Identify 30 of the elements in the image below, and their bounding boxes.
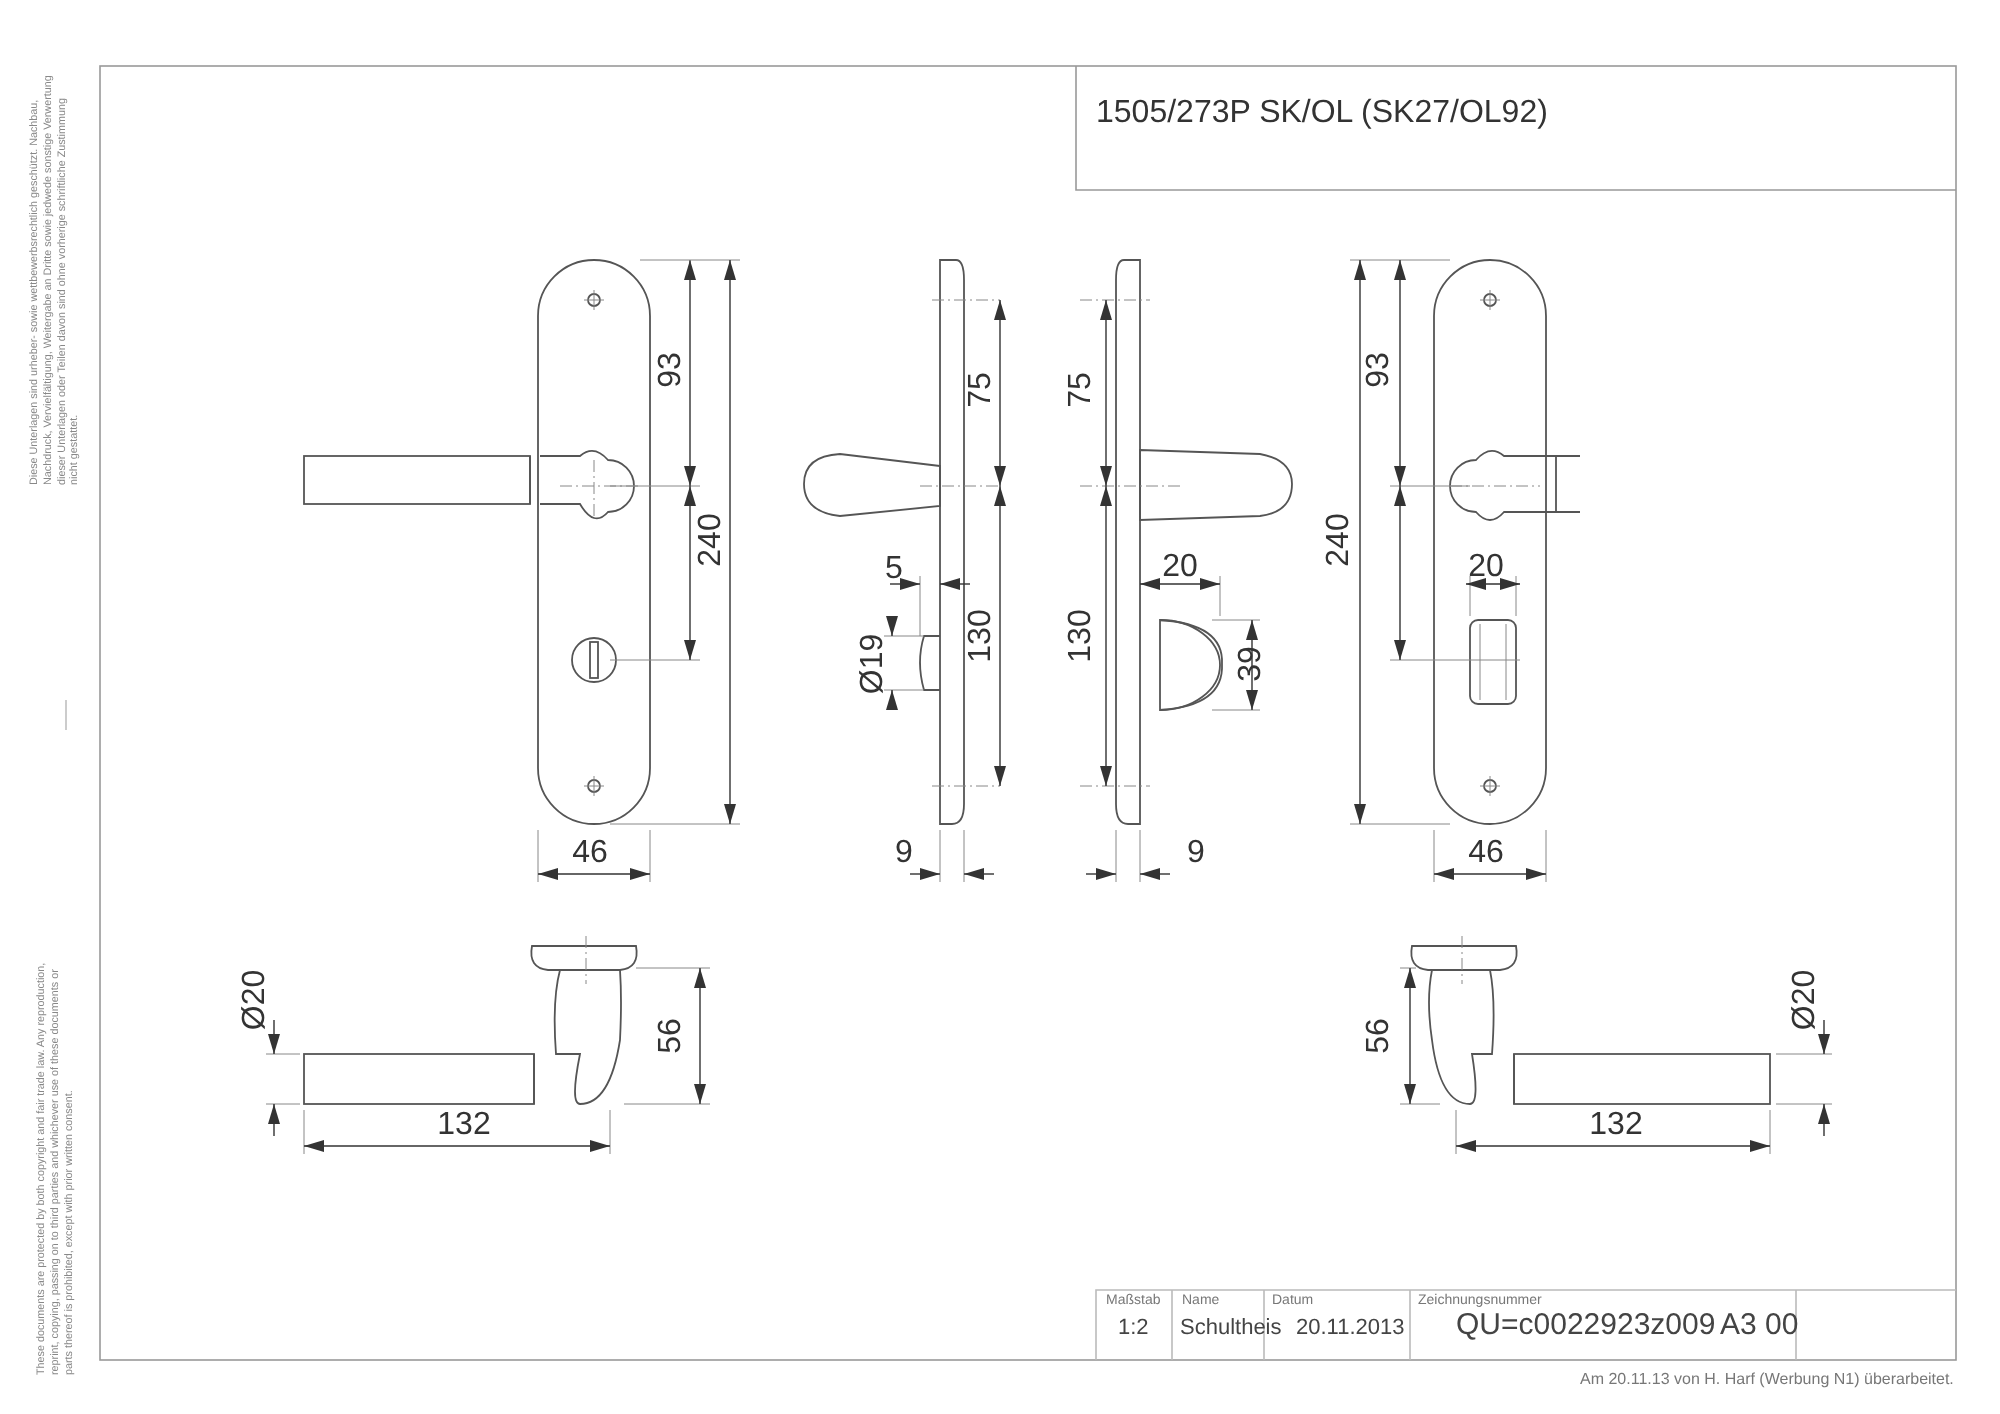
title-block-value: A3 00 (1720, 1310, 1799, 1340)
revision-note: Am 20.11.13 von H. Harf (Werbung N1) überarbeitet. (1580, 1372, 1954, 1388)
dimension-label: 75 (1066, 372, 1098, 408)
dimension-label: 132 (1589, 1110, 1643, 1142)
dimension-label: 56 (656, 1018, 688, 1054)
dimension-label: Ø20 (240, 969, 272, 1031)
title-block-value: 20.11.2013 (1296, 1318, 1405, 1340)
title-block-value: Schultheis (1180, 1318, 1282, 1340)
dimension-label: 9 (1187, 838, 1205, 870)
dimension-label: 93 (656, 352, 688, 388)
dimension-label: 20 (1468, 552, 1504, 584)
dimension-label: 56 (1364, 1018, 1396, 1054)
dimension-label: 9 (895, 838, 913, 870)
drawing-title: 1505/273P SK/OL (SK27/OL92) (1096, 96, 1548, 132)
dimension-label: Ø20 (1790, 969, 1822, 1031)
dimension-label: 130 (966, 609, 998, 663)
dimension-label: 93 (1364, 352, 1396, 388)
dimension-label: 240 (696, 513, 728, 567)
dimension-label: 20 (1162, 552, 1198, 584)
dimension-label: 130 (1066, 609, 1098, 663)
title-block-value: 1:2 (1118, 1318, 1149, 1340)
dimension-label: 46 (572, 838, 608, 870)
dimension-label: 46 (1468, 838, 1504, 870)
dimension-label: 5 (885, 554, 903, 586)
dimension-label: 132 (437, 1110, 491, 1142)
title-block-value: QU=c0022923z009 (1456, 1310, 1716, 1340)
dimension-label: 39 (1236, 646, 1268, 682)
dimension-label: Ø19 (858, 633, 890, 695)
dimension-label: 240 (1324, 513, 1356, 567)
dimension-label: 75 (966, 372, 998, 408)
